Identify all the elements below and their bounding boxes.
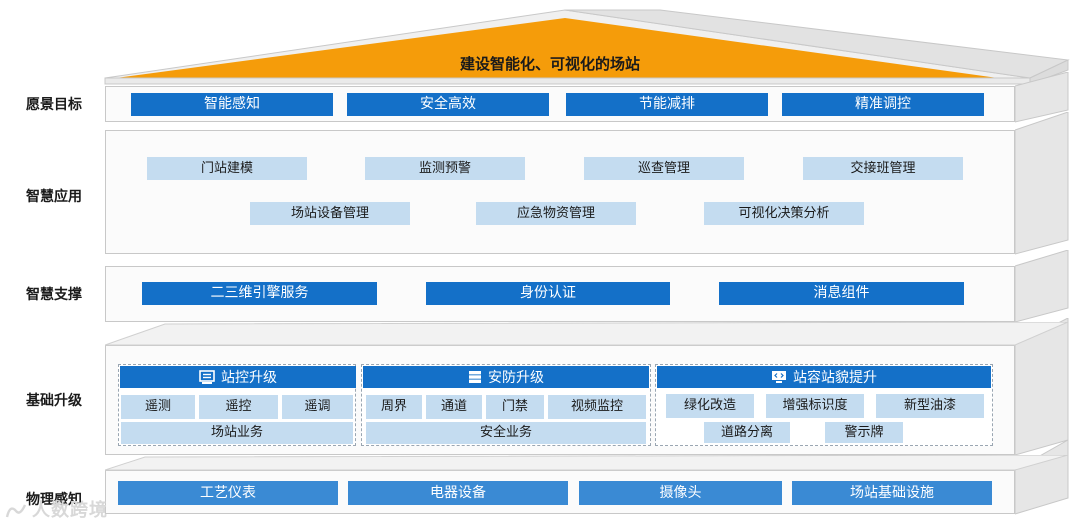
app-item-monitoring-alert: 监测预警 [365, 157, 525, 180]
watermark-text: 人数跨境 [32, 500, 108, 521]
upgrade-cell-road-separation: 道路分离 [704, 422, 790, 443]
upgrade-cell-passage: 通道 [426, 395, 482, 419]
roof-orange-band [108, 18, 1005, 79]
group-title-station-control: 站控升级 [221, 370, 277, 386]
app-item-emergency-supplies: 应急物资管理 [476, 202, 636, 225]
upgrade-cell-telemetry: 遥测 [121, 395, 195, 419]
app-item-patrol-management: 巡查管理 [584, 157, 744, 180]
upgrade-cell-greening: 绿化改造 [666, 394, 754, 418]
server-stack-icon [469, 371, 481, 383]
upgrade-top-edge [105, 322, 1069, 346]
group-title-security: 安防升级 [488, 370, 544, 386]
support-side [1015, 250, 1069, 323]
application-panel [105, 130, 1015, 254]
perception-item-instruments: 工艺仪表 [118, 481, 338, 505]
group-header-appearance: 站容站貌提升 [657, 366, 991, 388]
perception-top-edge [105, 455, 1069, 471]
watermark: 人数跨境 [4, 498, 154, 524]
vision-item-3: 节能减排 [566, 93, 768, 116]
vision-side [1015, 72, 1069, 123]
app-item-shift-handover: 交接班管理 [803, 157, 963, 180]
upgrade-cell-perimeter: 周界 [366, 395, 422, 419]
support-item-engine: 二三维引擎服务 [142, 282, 377, 305]
vision-item-2: 安全高效 [347, 93, 549, 116]
app-item-equipment-management: 场站设备管理 [250, 202, 410, 225]
upgrade-cell-remote-adjust: 遥调 [282, 395, 353, 419]
group-header-station-control: 站控升级 [120, 366, 356, 388]
upgrade-cell-video-surveillance: 视频监控 [548, 395, 646, 419]
code-screen-icon [772, 371, 786, 383]
perception-item-electrical: 电器设备 [348, 481, 568, 505]
upgrade-cell-new-paint: 新型油漆 [876, 394, 984, 418]
layer-label-upgrade: 基础升级 [26, 393, 82, 409]
upgrade-cell-warning-sign: 警示牌 [825, 422, 903, 443]
perception-item-camera: 摄像头 [579, 481, 782, 505]
app-item-visual-decision: 可视化决策分析 [704, 202, 864, 225]
watermark-logo-icon [5, 504, 27, 518]
vision-item-4: 精准调控 [782, 93, 984, 116]
roof-title: 建设智能化、可视化的场站 [459, 55, 640, 73]
upgrade-cell-signage: 增强标识度 [766, 394, 864, 418]
application-side [1015, 112, 1069, 255]
upgrade-footer-security-business: 安全业务 [366, 422, 646, 444]
vision-item-1: 智能感知 [131, 93, 333, 116]
layer-label-vision: 愿景目标 [26, 97, 82, 113]
perception-item-infrastructure: 场站基础设施 [792, 481, 992, 505]
group-title-appearance: 站容站貌提升 [793, 370, 877, 386]
group-header-security: 安防升级 [363, 366, 649, 388]
layer-label-application: 智慧应用 [26, 189, 82, 205]
monitor-list-icon [199, 370, 215, 384]
roof-graphic [104, 9, 1070, 85]
layer-label-support: 智慧支撑 [26, 287, 82, 303]
perception-side [1015, 440, 1069, 515]
support-item-message: 消息组件 [719, 282, 964, 305]
app-item-gate-modeling: 门站建模 [147, 157, 307, 180]
layer-label-perception: 物理感知 [26, 492, 82, 508]
upgrade-cell-access-control: 门禁 [486, 395, 544, 419]
support-item-auth: 身份认证 [426, 282, 670, 305]
upgrade-footer-station-business: 场站业务 [121, 422, 353, 444]
upgrade-cell-remote-control: 遥控 [199, 395, 278, 419]
